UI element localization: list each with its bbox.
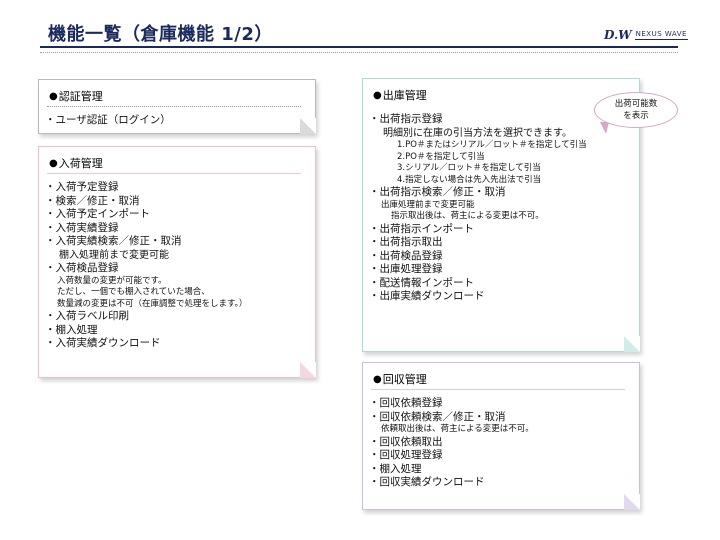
list-item: ・出荷指示インポート	[369, 222, 474, 235]
list-item: ・回収依頼取出	[369, 435, 443, 448]
recovery-heading-label: 回収管理	[382, 373, 427, 386]
bullet-icon: ●	[49, 157, 58, 169]
callout-line: を表示	[623, 111, 649, 121]
outbound-list: ・出荷指示登録 明細別に在庫の引当方法を選択できます。 1.PO＃またはシリアル…	[369, 113, 633, 304]
outbound-heading-label: 出庫管理	[382, 89, 427, 102]
list-note: ただし、一個でも棚入されていた場合、	[57, 287, 210, 297]
inbound-section: ● 入荷管理 ・入荷予定登録 ・検索／修正・取消 ・入荷予定インポート ・入荷実…	[38, 146, 316, 378]
list-item: ・回収実績ダウンロード	[369, 476, 485, 488]
list-item: ・入荷実績検索／修正・取消	[45, 235, 182, 247]
list-item: ・出荷指示取出	[369, 236, 443, 248]
list-note: 入荷数量の変更が可能です。	[57, 275, 167, 286]
inbound-heading-label: 入荷管理	[58, 157, 103, 170]
list-note: 明細別に在庫の引当方法を選択できます。	[383, 127, 572, 139]
list-item: ・入荷検品登録	[45, 262, 119, 274]
list-note: 1.PO＃またはシリアル／ロット＃を指定して引当	[397, 140, 587, 150]
list-item: ・入荷実績登録	[45, 221, 119, 234]
list-item: ・入荷予定インポート	[45, 208, 150, 220]
list-item: ・ユーザ認証（ログイン）	[45, 114, 171, 126]
list-note: 指示取出後は、荷主による変更は不可。	[391, 211, 544, 221]
logo-mark: D.W	[604, 28, 632, 42]
list-note: 3.シリアル／ロット＃を指定して引当	[397, 163, 541, 173]
list-item: ・棚入処理	[45, 323, 98, 336]
list-item: ・回収依頼検索／修正・取消	[369, 410, 506, 423]
auth-list: ・ユーザ認証（ログイン）	[45, 114, 309, 128]
list-note: 依頼取出後は、荷主による変更は不可。	[381, 424, 534, 434]
list-note: 数量減の変更は不可（在庫調整で処理をします。）	[57, 298, 248, 309]
company-logo: D.W NEXUS WAVE	[604, 28, 688, 42]
list-item: ・出荷指示検索／修正・取消	[369, 186, 506, 198]
recovery-section: ● 回収管理 ・回収依頼登録 ・回収依頼検索／修正・取消 依頼取出後は、荷主によ…	[362, 362, 640, 510]
page-title: 機能一覧（倉庫機能 1/2）	[48, 24, 273, 45]
list-item: ・出庫実績ダウンロード	[369, 290, 485, 302]
list-item: ・入荷予定登録	[45, 181, 119, 193]
list-item: ・棚入処理	[369, 462, 422, 475]
bullet-icon: ●	[373, 89, 382, 101]
list-note: 4.指定しない場合は先入先出法で引当	[397, 174, 542, 185]
list-item: ・出庫処理登録	[369, 263, 443, 275]
list-item: ・検索／修正・取消	[45, 194, 140, 207]
recovery-heading: ● 回収管理	[373, 371, 427, 387]
logo-word: NEXUS WAVE	[634, 30, 688, 40]
recovery-heading-rule	[371, 389, 625, 390]
recovery-list: ・回収依頼登録 ・回収依頼検索／修正・取消 依頼取出後は、荷主による変更は不可。…	[369, 397, 633, 490]
list-item: ・配送情報インポート	[369, 276, 474, 289]
bullet-icon: ●	[49, 90, 58, 102]
list-item: ・入荷ラベル印刷	[45, 310, 129, 322]
list-item: ・回収依頼登録	[369, 397, 443, 409]
callout-tail	[600, 122, 609, 134]
list-note: 2.PO＃を指定して引当	[397, 151, 485, 162]
outbound-section: ● 出庫管理 ・出荷指示登録 明細別に在庫の引当方法を選択できます。 1.PO＃…	[362, 78, 640, 352]
list-item: ・入荷実績ダウンロード	[45, 337, 161, 349]
bullet-icon: ●	[373, 373, 382, 385]
inbound-heading: ● 入荷管理	[49, 155, 103, 171]
list-note: 出庫処理前まで変更可能	[381, 199, 475, 210]
list-item: ・出荷検品登録	[369, 249, 443, 262]
auth-section: ● 認証管理 ・ユーザ認証（ログイン）	[38, 79, 316, 134]
callout-bubble: 出荷可能数 を表示	[594, 92, 678, 128]
inbound-list: ・入荷予定登録 ・検索／修正・取消 ・入荷予定インポート ・入荷実績登録 ・入荷…	[45, 181, 309, 351]
list-item: ・出荷指示登録	[369, 113, 443, 125]
auth-heading-label: 認証管理	[58, 90, 103, 103]
outbound-heading: ● 出庫管理	[373, 87, 427, 103]
list-item: ・回収処理登録	[369, 449, 443, 461]
auth-heading-rule	[47, 106, 301, 107]
inbound-heading-rule	[47, 173, 301, 174]
title-divider	[40, 52, 678, 53]
list-note: 棚入処理前まで変更可能	[59, 249, 169, 261]
title-underline	[40, 46, 678, 48]
callout-line: 出荷可能数	[614, 99, 658, 109]
auth-heading: ● 認証管理	[49, 88, 103, 104]
